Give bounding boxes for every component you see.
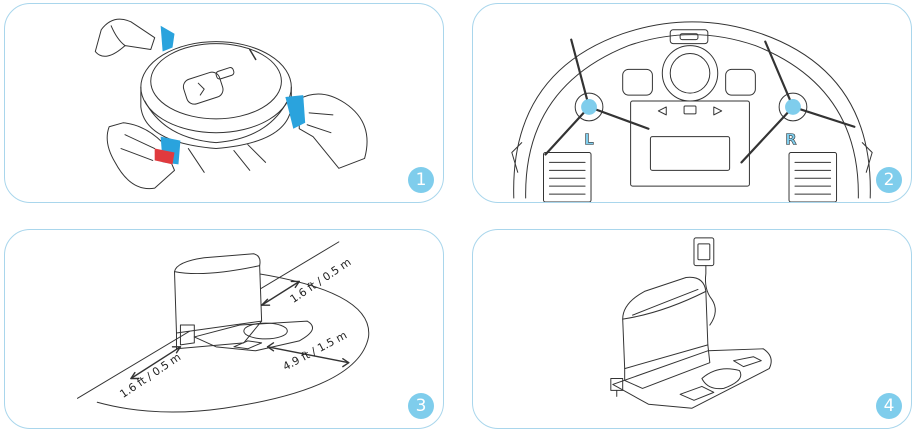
step-number-badge: 3 bbox=[408, 393, 434, 419]
step-2-panel: L R 2 bbox=[472, 3, 912, 203]
step-number-badge: 1 bbox=[408, 167, 434, 193]
step-number-badge: 2 bbox=[876, 167, 902, 193]
protective-tape-top-left bbox=[161, 26, 175, 52]
right-brush-socket-marker bbox=[785, 99, 801, 115]
robot-top-view-illustration bbox=[5, 4, 443, 202]
step-number-badge: 4 bbox=[876, 393, 902, 419]
clearance-side-top-label: 1.6 ft / 0.5 m bbox=[288, 256, 354, 306]
charging-base-clearance-illustration: 1.6 ft / 0.5 m 1.6 ft / 0.5 m 4.9 ft / 1… bbox=[5, 230, 443, 428]
left-brush-socket-marker bbox=[581, 99, 597, 115]
step-3-panel: 1.6 ft / 0.5 m 1.6 ft / 0.5 m 4.9 ft / 1… bbox=[4, 229, 444, 429]
charging-base-plugged-illustration bbox=[473, 230, 911, 428]
step-4-panel: 4 bbox=[472, 229, 912, 429]
left-brush-label: L bbox=[584, 131, 594, 149]
step-1-panel: 1 bbox=[4, 3, 444, 203]
protective-tape-right bbox=[285, 95, 305, 129]
robot-bottom-view-illustration: L R bbox=[473, 4, 911, 202]
clearance-side-bottom-label: 1.6 ft / 0.5 m bbox=[117, 351, 183, 401]
right-brush-label: R bbox=[785, 131, 797, 149]
